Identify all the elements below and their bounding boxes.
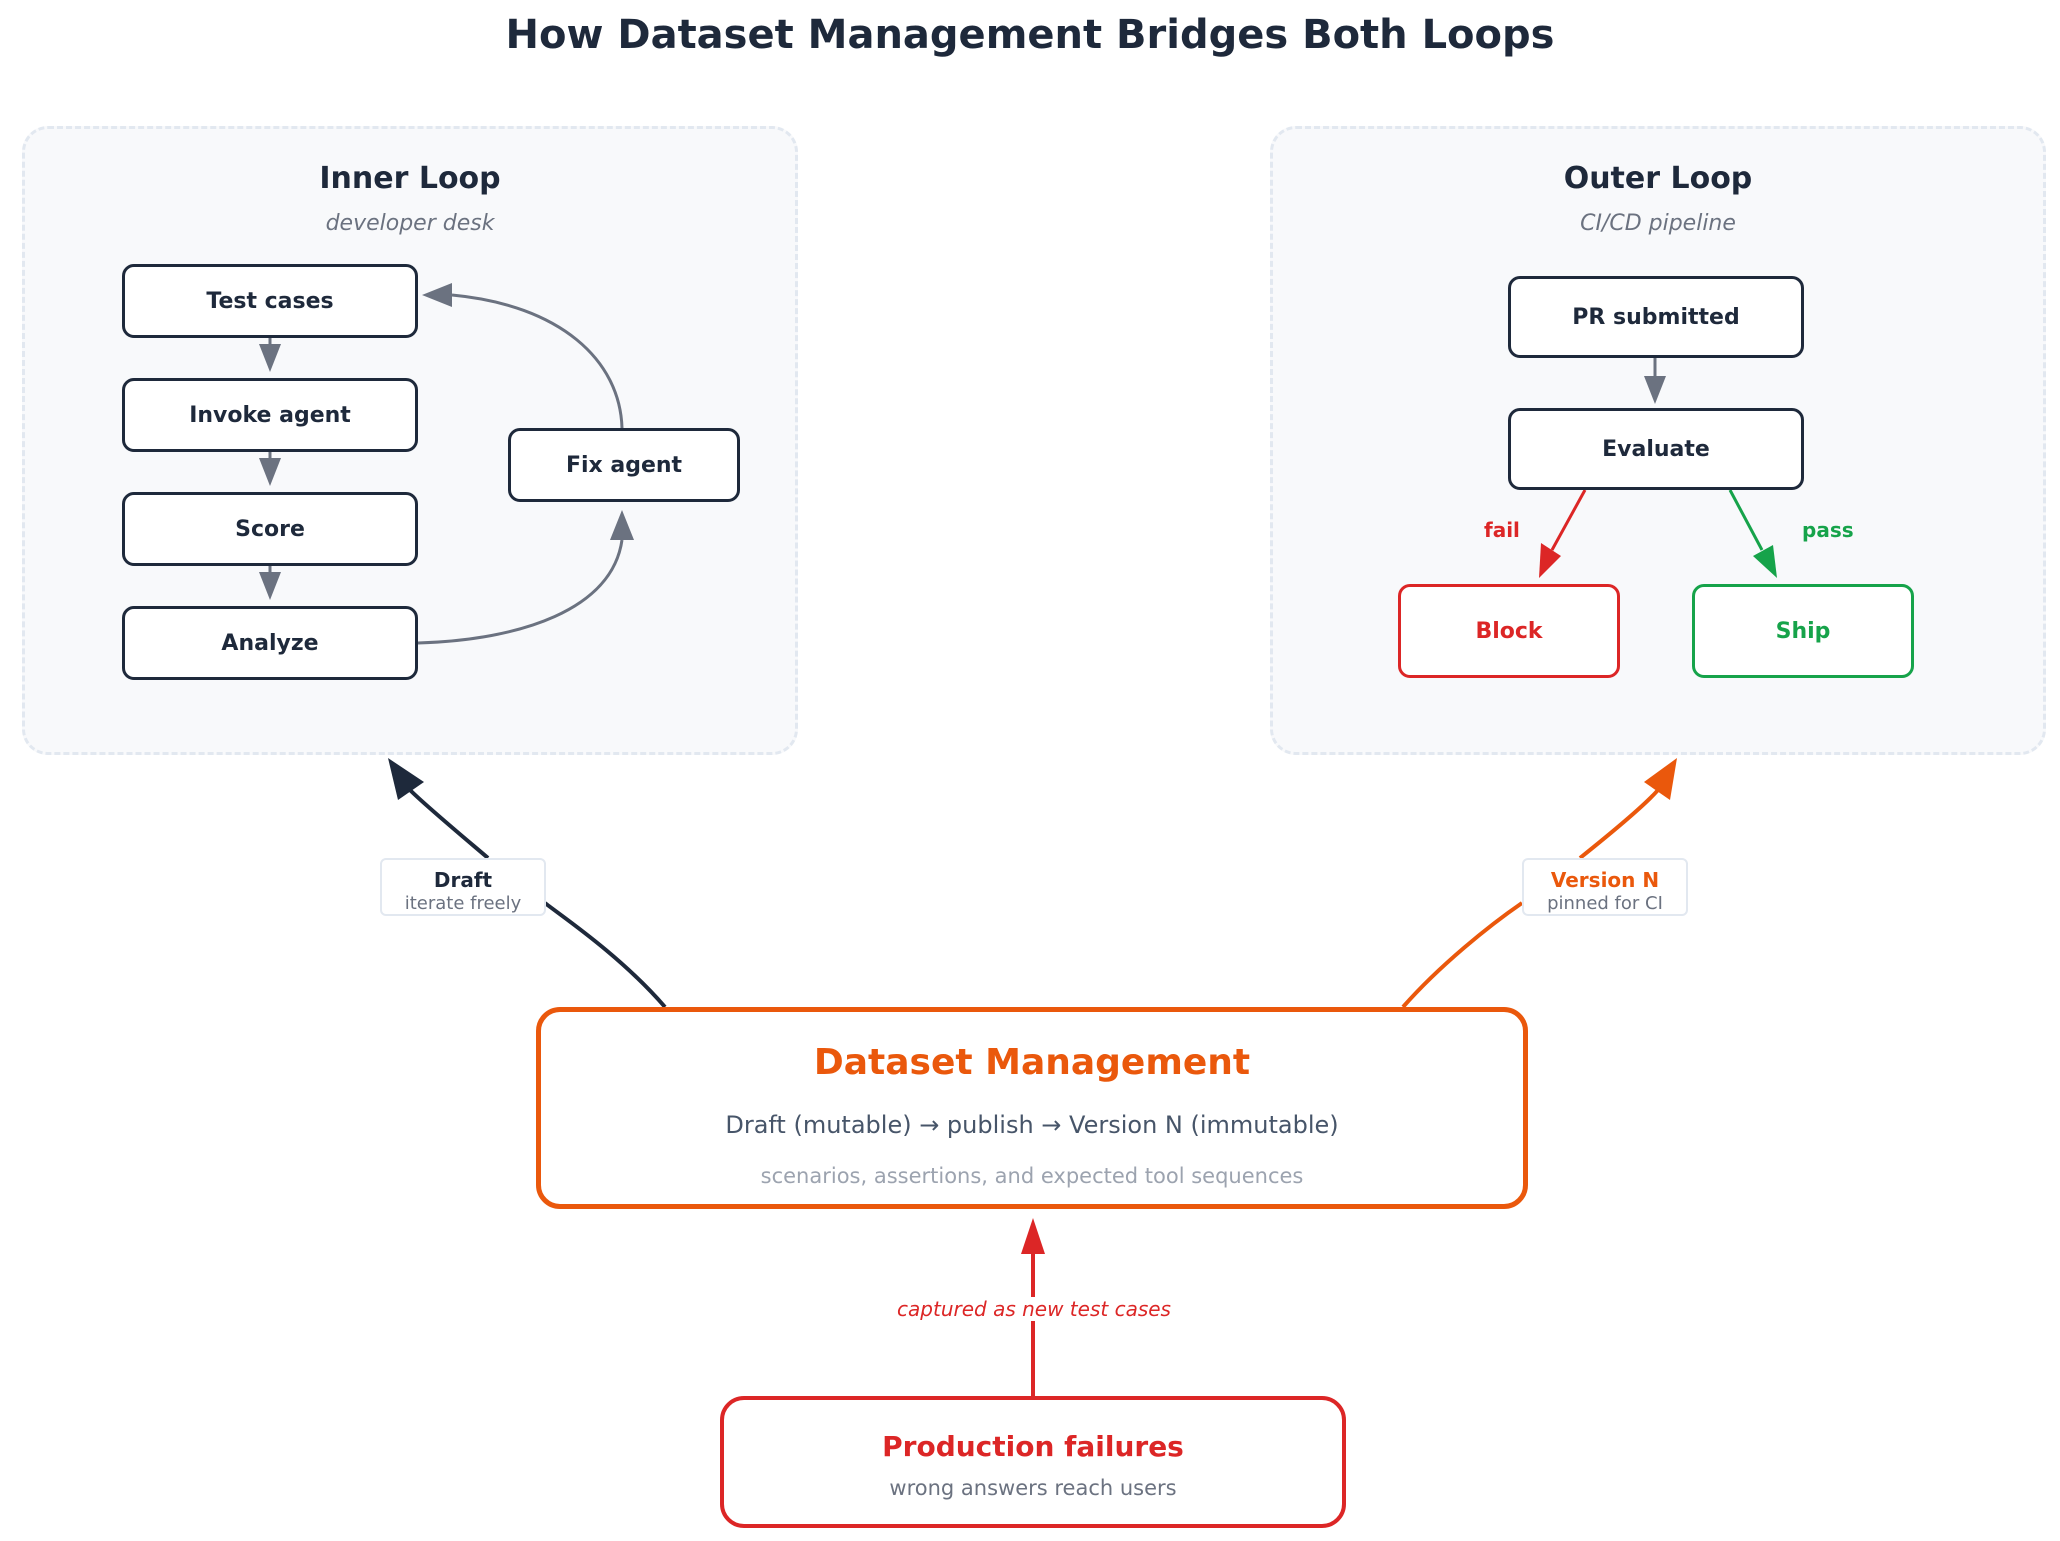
arrow-test-to-invoke	[259, 338, 281, 372]
production-failures-subtitle: wrong answers reach users	[889, 1476, 1177, 1500]
node-pr-submitted: PR submitted	[1508, 276, 1804, 358]
arrow-pr-to-evaluate	[1644, 358, 1666, 404]
captured-label: captured as new test cases	[760, 1297, 1308, 1321]
inner-loop-title: Inner Loop	[319, 161, 501, 196]
arrow-fix-to-test	[422, 283, 624, 429]
node-evaluate: Evaluate	[1508, 408, 1804, 490]
node-block: Block	[1398, 584, 1620, 678]
dataset-management-box: Dataset Management Draft (mutable) → pub…	[536, 1007, 1528, 1209]
arrow-evaluate-to-block	[1539, 489, 1587, 578]
version-tag: Version N pinned for CI	[1522, 858, 1688, 916]
node-score: Score	[122, 492, 418, 566]
production-failures-title: Production failures	[882, 1430, 1184, 1463]
arrow-evaluate-to-ship	[1728, 489, 1777, 578]
inner-loop-subtitle: developer desk	[325, 211, 495, 236]
arrow-production-to-dataset	[1021, 1218, 1045, 1396]
arrow-analyze-to-fix	[417, 510, 634, 645]
diagram-title: How Dataset Management Bridges Both Loop…	[505, 12, 1555, 58]
node-analyze: Analyze	[122, 606, 418, 680]
node-ship: Ship	[1692, 584, 1914, 678]
arrow-dataset-to-inner-loop	[388, 758, 667, 1009]
arrow-score-to-analyze	[259, 566, 281, 600]
dataset-management-flow: Draft (mutable) → publish → Version N (i…	[725, 1111, 1339, 1139]
node-invoke-agent: Invoke agent	[122, 378, 418, 452]
production-failures-box: Production failures wrong answers reach …	[720, 1396, 1346, 1528]
fail-label: fail	[1484, 518, 1520, 542]
draft-tag-title: Draft	[433, 868, 493, 892]
draft-tag: Draft iterate freely	[380, 858, 546, 916]
draft-tag-subtitle: iterate freely	[404, 893, 522, 914]
node-test-cases: Test cases	[122, 264, 418, 338]
version-tag-title: Version N	[1550, 868, 1660, 892]
dataset-management-title: Dataset Management	[813, 1042, 1251, 1083]
dataset-management-subtitle: scenarios, assertions, and expected tool…	[760, 1164, 1304, 1188]
arrow-invoke-to-score	[259, 452, 281, 486]
pass-label: pass	[1802, 518, 1854, 542]
arrow-dataset-to-outer-loop	[1401, 758, 1677, 1009]
node-fix-agent: Fix agent	[508, 428, 740, 502]
version-tag-subtitle: pinned for CI	[1547, 893, 1663, 914]
outer-loop-title: Outer Loop	[1563, 161, 1753, 196]
outer-loop-subtitle: CI/CD pipeline	[1580, 211, 1736, 236]
